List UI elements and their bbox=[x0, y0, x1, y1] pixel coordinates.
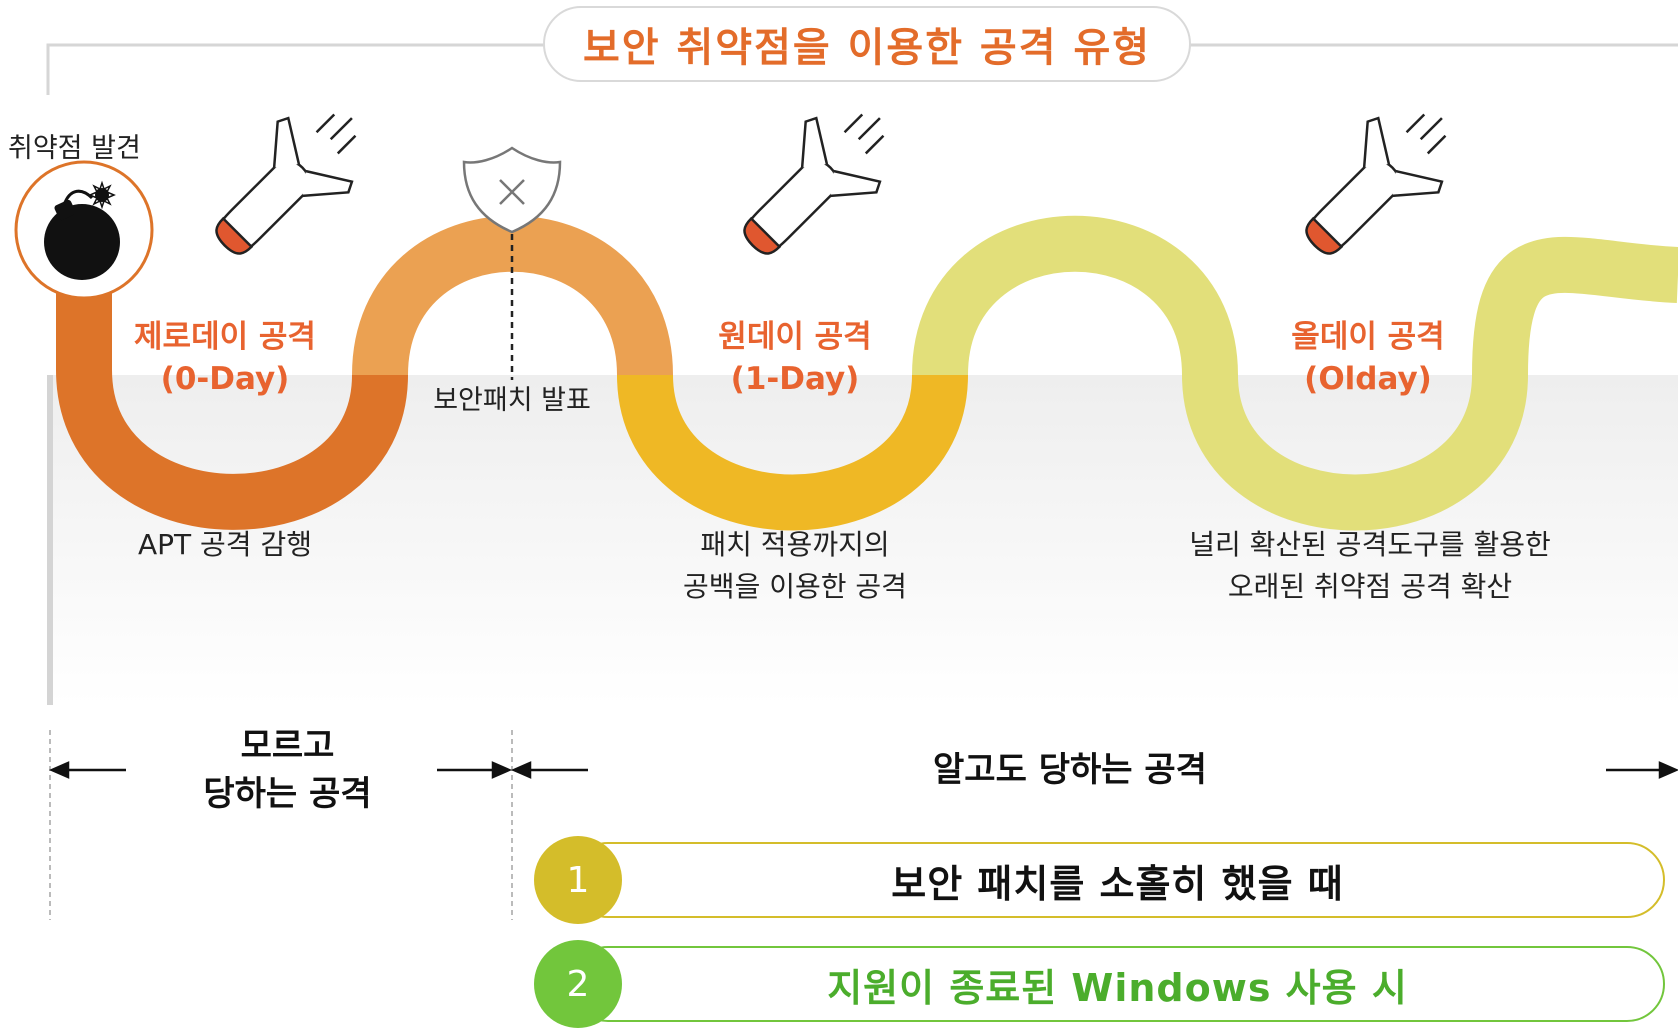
desc-line: 널리 확산된 공격도구를 활용한 bbox=[1189, 528, 1551, 561]
desc-line: 공백을 이용한 공격 bbox=[683, 570, 907, 603]
phase-name: 올데이 공격 bbox=[1291, 319, 1445, 355]
condition-row-1: 보안 패치를 소홀히 했을 때 bbox=[570, 842, 1665, 918]
bracket-unknown-attack: 모르고 당하는 공격 bbox=[140, 722, 435, 818]
phase-one-day-title: 원데이 공격 (1-Day) bbox=[670, 316, 920, 400]
condition-number-badge: 1 bbox=[534, 836, 622, 924]
missile-icon bbox=[215, 113, 357, 255]
phase-sub: (0-Day) bbox=[160, 361, 290, 397]
diagram-title: 보안 취약점을 이용한 공격 유형 bbox=[543, 6, 1191, 82]
bracket-known-attack: 알고도 당하는 공격 bbox=[933, 750, 1207, 790]
arrow-left-icon bbox=[510, 761, 588, 779]
phase-sub: (Olday) bbox=[1304, 361, 1432, 397]
phase-sub: (1-Day) bbox=[730, 361, 860, 397]
condition-text: 지원이 종료된 Windows 사용 시 bbox=[827, 965, 1408, 1010]
phase-zero-day-desc: APT 공격 감행 bbox=[75, 524, 375, 566]
phase-olday-title: 올데이 공격 (Olday) bbox=[1243, 316, 1493, 400]
wave-patch-hump bbox=[352, 215, 673, 377]
desc-line: 오래된 취약점 공격 확산 bbox=[1227, 570, 1513, 603]
bomb-icon bbox=[44, 180, 120, 280]
missile-icon bbox=[743, 113, 885, 255]
phase-zero-day-title: 제로데이 공격 (0-Day) bbox=[100, 316, 350, 400]
phase-name: 원데이 공격 bbox=[718, 319, 872, 355]
condition-number-badge: 2 bbox=[534, 940, 622, 1028]
bracket-line: 모르고 bbox=[240, 726, 335, 766]
arrow-right-icon bbox=[437, 761, 513, 779]
desc-line: APT 공격 감행 bbox=[138, 528, 312, 561]
wave-olday bbox=[912, 215, 1678, 531]
arrow-left-icon bbox=[48, 761, 126, 779]
desc-line: 패치 적용까지의 bbox=[700, 528, 890, 561]
frame-line-left bbox=[46, 43, 545, 95]
phase-one-day-desc: 패치 적용까지의 공백을 이용한 공격 bbox=[620, 524, 970, 608]
shield-x-icon bbox=[462, 146, 562, 234]
phase-name: 제로데이 공격 bbox=[134, 319, 316, 355]
phase-olday-desc: 널리 확산된 공격도구를 활용한 오래된 취약점 공격 확산 bbox=[1140, 524, 1600, 608]
patch-announcement-label: 보안패치 발표 bbox=[433, 385, 591, 416]
condition-row-2: 지원이 종료된 Windows 사용 시 bbox=[570, 946, 1665, 1022]
condition-text: 보안 패치를 소홀히 했을 때 bbox=[891, 861, 1344, 906]
background-band bbox=[48, 375, 1678, 705]
missile-icon bbox=[1305, 113, 1447, 255]
bracket-line: 당하는 공격 bbox=[203, 774, 372, 814]
arrow-right-icon bbox=[1606, 761, 1678, 779]
wave-one-day bbox=[617, 373, 968, 531]
discovery-label: 취약점 발견 bbox=[8, 133, 141, 164]
wave-zero-day bbox=[56, 282, 408, 530]
